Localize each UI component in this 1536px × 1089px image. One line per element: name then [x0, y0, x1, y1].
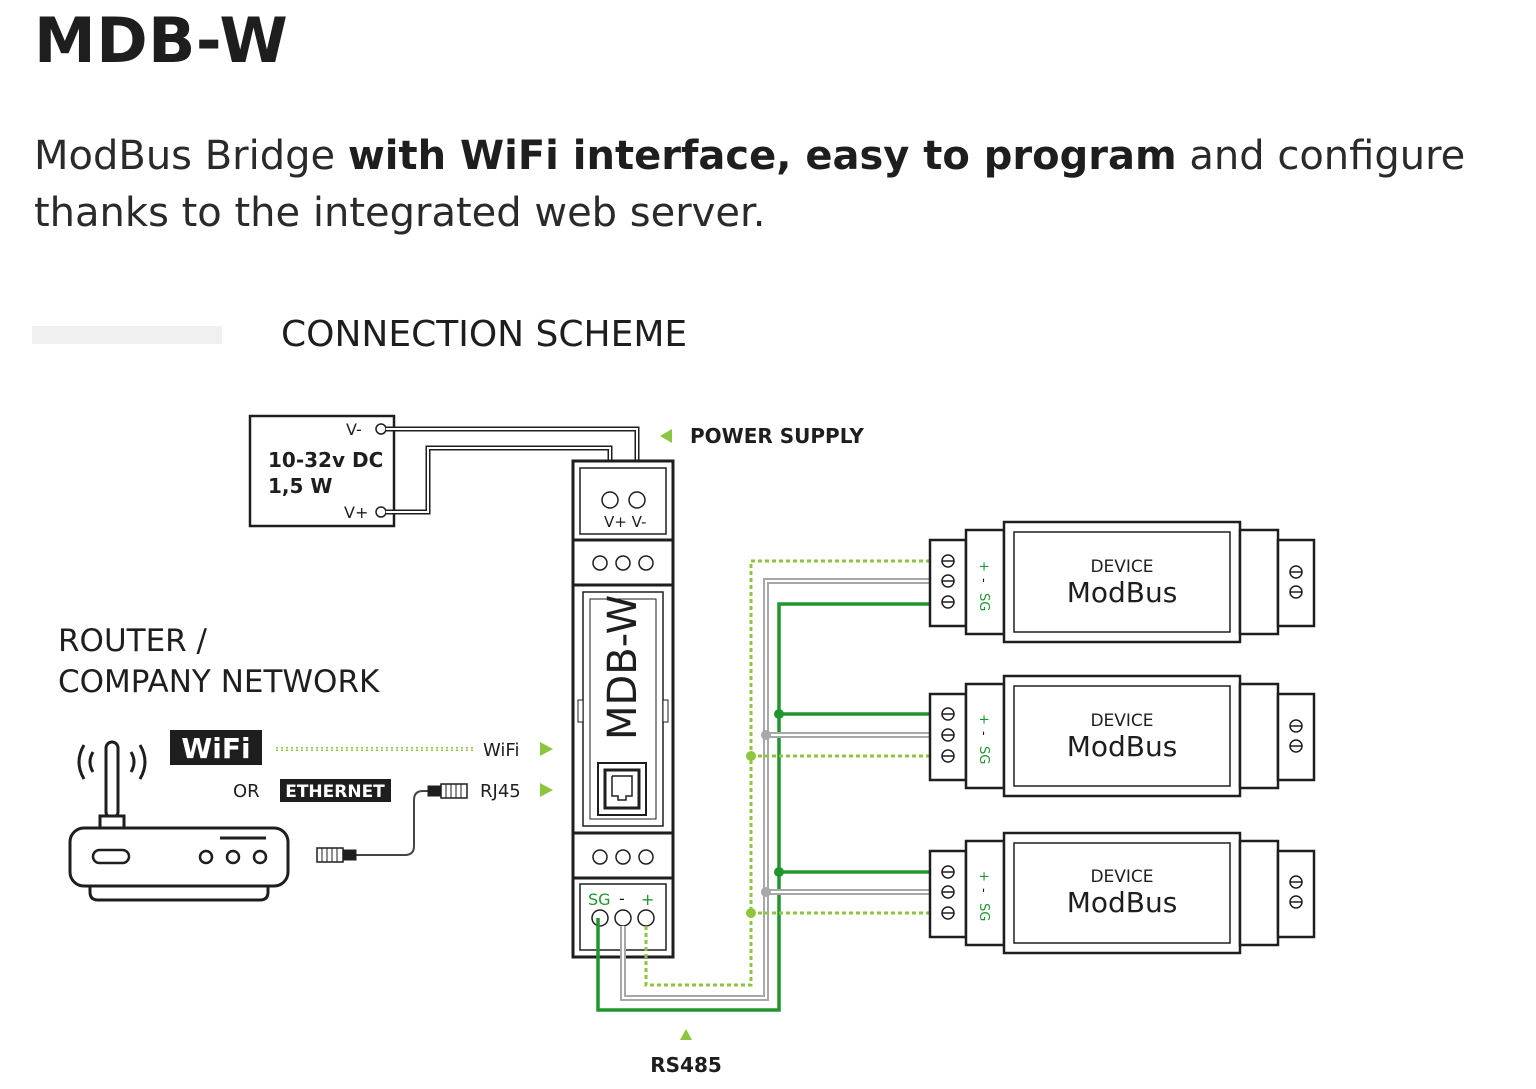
subtitle-bold: with WiFi interface, easy to program — [347, 133, 1177, 179]
device-3-label-line1: DEVICE — [1090, 867, 1153, 887]
bridge-name-label: MDB-W — [600, 595, 646, 740]
device-3-minus-label: - — [976, 888, 991, 893]
bridge-terminal-vplus — [601, 491, 619, 509]
modbus-device-3: + - SG DEVICE ModBus — [928, 831, 1316, 955]
device-3-plus-label: + — [976, 871, 991, 882]
subtitle-part2: and configure thanks to the integrated w… — [34, 133, 1466, 236]
bridge-plus-label: + — [641, 890, 654, 909]
section-divider-bar — [32, 326, 222, 344]
ethernet-badge — [280, 779, 391, 802]
psu-terminal-plus — [375, 506, 387, 518]
device-1-label-line1: DEVICE — [1090, 557, 1153, 577]
wifi-badge-text: WiFi — [181, 732, 250, 765]
device-3-sg-label: SG — [976, 903, 991, 921]
rs485-wiring — [596, 559, 930, 1012]
bridge-terminal-vminus — [628, 491, 646, 509]
bridge-terminal-plus — [637, 909, 655, 927]
device-2-minus-label: - — [976, 731, 991, 736]
network-label-line1: ROUTER / — [58, 623, 208, 659]
psu-power-label: 1,5 W — [268, 474, 332, 498]
wire-sg-trunk — [596, 602, 930, 1012]
device-2-label-line1: DEVICE — [1090, 711, 1153, 731]
rj45-arrow-icon — [540, 783, 553, 797]
power-supply-label: POWER SUPPLY — [690, 424, 864, 448]
modbus-device-2: + - SG DEVICE ModBus — [928, 674, 1316, 798]
bridge-minus-label: - — [619, 889, 625, 908]
wire-plus-trunk — [644, 559, 930, 987]
or-label: OR — [233, 781, 260, 802]
mdbw-module — [571, 459, 675, 959]
ethernet-cable — [316, 783, 468, 863]
power-supply-box: V- 10-32v DC 1,5 W V+ — [248, 414, 396, 528]
psu-voltage-label: 10-32v DC — [268, 448, 383, 472]
device-1-label-line2: ModBus — [1067, 576, 1178, 609]
device-3-label-line2: ModBus — [1067, 886, 1178, 919]
device-1-plus-label: + — [976, 561, 991, 572]
wifi-badge — [170, 730, 262, 765]
bridge-power-terminals-label: V+ V- — [604, 513, 646, 531]
modbus-device-1: + - SG DEVICE ModBus — [928, 520, 1316, 644]
subtitle-part1: ModBus Bridge — [34, 133, 348, 179]
psu-terminal-minus — [375, 423, 387, 435]
page-title: MDB-W — [34, 4, 289, 77]
rj45-label: RJ45 — [480, 781, 521, 802]
network-label-line2: COMPANY NETWORK — [58, 664, 380, 700]
device-2-plus-label: + — [976, 714, 991, 725]
wifi-arrow-icon — [540, 742, 553, 756]
bridge-terminal-sg — [591, 909, 609, 927]
rs485-arrow-icon — [680, 1029, 692, 1040]
device-2-label-line2: ModBus — [1067, 730, 1178, 763]
psu-term-plus-label: V+ — [344, 503, 368, 522]
router-icon — [68, 740, 290, 902]
device-2-sg-label: SG — [976, 746, 991, 764]
bridge-terminal-minus — [614, 909, 632, 927]
wire-junctions — [746, 709, 784, 918]
section-title: CONNECTION SCHEME — [281, 314, 688, 355]
psu-term-minus-label: V- — [346, 420, 362, 439]
device-1-sg-label: SG — [976, 593, 991, 611]
ethernet-badge-text: ETHERNET — [285, 782, 385, 802]
subtitle: ModBus Bridge with WiFi interface, easy … — [34, 128, 1534, 242]
device-1-minus-label: - — [976, 578, 991, 583]
power-supply-arrow-icon — [660, 429, 672, 443]
bridge-sg-label: SG — [588, 890, 611, 909]
wifi-link-label: WiFi — [483, 740, 519, 761]
rs485-label: RS485 — [650, 1053, 722, 1077]
